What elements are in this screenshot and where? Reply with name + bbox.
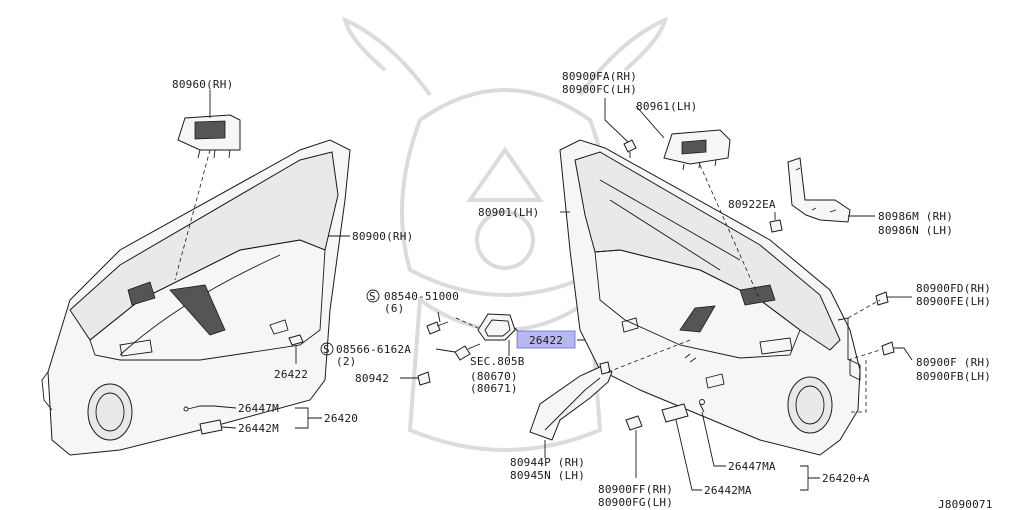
label-26447MA: 26447MA: [728, 460, 776, 473]
screw-08566: [454, 343, 481, 361]
label-08540: 08540-51000: [384, 290, 459, 303]
inside-handle-sec805b: [477, 313, 516, 341]
label-08566: 08566-6162A: [336, 343, 411, 356]
screw-symbol-08566: S: [320, 342, 334, 356]
pad-26442M: [199, 419, 223, 435]
label-sec805b: SEC.805B: [470, 355, 525, 368]
label-80945N: 80945N (LH): [510, 469, 585, 482]
label-80900FF: 80900FF(RH): [598, 483, 673, 496]
label-80901: 80901(LH): [478, 206, 539, 219]
clip-26447M: [183, 405, 214, 412]
label-80960: 80960(RH): [172, 78, 233, 91]
label-08540-qty: (6): [384, 302, 404, 315]
label-26442MA: 26442MA: [704, 484, 752, 497]
label-26422-left: 26422: [274, 368, 308, 381]
diagram-code: J8090071: [938, 498, 993, 510]
label-26447M: 26447M: [238, 402, 279, 415]
svg-text:S: S: [369, 290, 376, 303]
label-26442M: 26442M: [238, 422, 279, 435]
highlight-box-26422[interactable]: [516, 330, 576, 349]
label-80670: (80670): [470, 370, 518, 383]
pad-26442MA: [661, 403, 689, 423]
clip-80900FA: [623, 139, 637, 158]
label-80671: (80671): [470, 382, 518, 395]
right-door-panel: [559, 139, 861, 456]
plug-26422-left: [288, 334, 304, 346]
plug-80942: [417, 371, 431, 386]
clip-80900FD: [875, 291, 896, 306]
switch-80960: [177, 114, 241, 159]
label-26422-highlighted[interactable]: 26422: [529, 334, 563, 347]
label-80900FG: 80900FG(LH): [598, 496, 673, 509]
label-80986M: 80986M (RH): [878, 210, 953, 223]
label-26420A: 26420+A: [822, 472, 870, 485]
label-80900FB: 80900FB(LH): [916, 370, 991, 383]
label-80922EA: 80922EA: [728, 198, 776, 211]
label-80900FE: 80900FE(LH): [916, 295, 991, 308]
clip-80900FF: [625, 415, 643, 431]
label-80900: 80900(RH): [352, 230, 413, 243]
switch-80961: [663, 129, 731, 171]
screw-08540: [426, 321, 449, 335]
label-80986N: 80986N (LH): [878, 224, 953, 237]
bracket-80986M: [787, 157, 851, 223]
left-door-panel: [41, 139, 351, 456]
clip-26447MA: [699, 399, 705, 413]
label-08566-qty: (2): [336, 355, 356, 368]
label-26420: 26420: [324, 412, 358, 425]
label-80900FA: 80900FA(RH): [562, 70, 637, 83]
armrest-80944P: [529, 361, 613, 441]
label-80900F: 80900F (RH): [916, 356, 991, 369]
label-80942: 80942: [355, 372, 389, 385]
clip-80922EA: [769, 219, 783, 233]
label-80961: 80961(LH): [636, 100, 697, 113]
label-80944P: 80944P (RH): [510, 456, 585, 469]
screw-symbol-08540: S: [366, 289, 380, 303]
label-80900FD: 80900FD(RH): [916, 282, 991, 295]
svg-text:S: S: [323, 343, 330, 356]
label-80900FC: 80900FC(LH): [562, 83, 637, 96]
clip-80900F: [881, 341, 895, 356]
